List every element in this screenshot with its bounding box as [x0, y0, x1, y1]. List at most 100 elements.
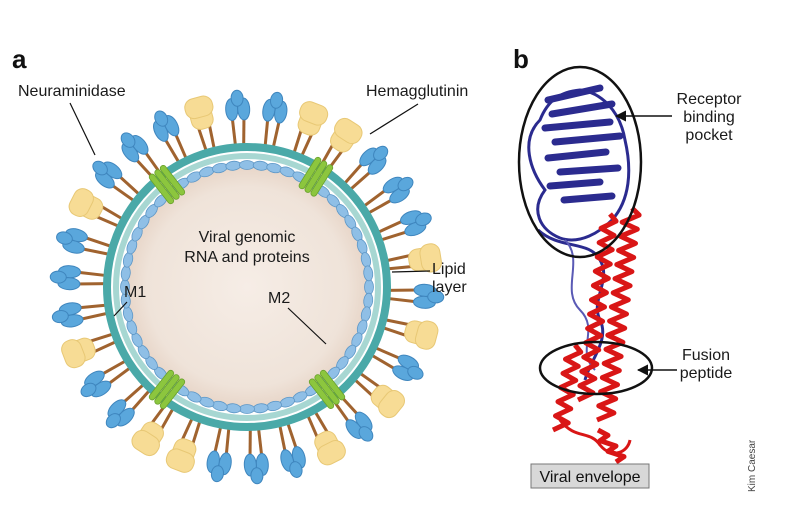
neuraminidase-head [184, 95, 214, 120]
hemagglutinin-spike [49, 265, 108, 291]
beta-strand [560, 192, 616, 204]
m2-helix [154, 374, 180, 405]
hemagglutinin-spike [243, 426, 269, 485]
viral-envelope-label: Viral envelope [539, 469, 640, 486]
hemagglutinin-head [49, 270, 67, 284]
neuraminidase-leader [69, 102, 96, 156]
alpha-helix [596, 427, 627, 465]
beta-strand [551, 132, 624, 146]
hemagglutinin-head [105, 413, 121, 429]
hemagglutinin-head [358, 426, 374, 442]
hemagglutinin-spike [361, 176, 414, 216]
m2-helix [319, 369, 346, 401]
neuraminidase-head [68, 188, 94, 217]
hemagglutinin-leader [369, 103, 419, 135]
neuraminidase-spike [318, 117, 363, 173]
hemagglutinin-spike [120, 132, 164, 182]
lipid-label-line2: layer [432, 279, 467, 296]
m1-bead [239, 404, 255, 414]
lipid-leader [391, 270, 431, 273]
neuraminidase-spike [380, 317, 439, 350]
lipid-layer-inner [113, 153, 381, 421]
m2-helix [298, 156, 322, 190]
neuraminidase-head [419, 243, 442, 273]
m2-helix [148, 369, 175, 401]
hemagglutinin-spike [262, 91, 288, 150]
hemagglutinin-head [92, 160, 108, 176]
m2-helix [304, 160, 328, 193]
lipid-label-line1: Lipid [432, 261, 466, 278]
m1-bead [239, 160, 255, 170]
hemagglutinin-head [427, 290, 445, 304]
receptor-label-line1: Receptor [677, 91, 743, 108]
neuraminidase-spike [165, 415, 202, 473]
neuraminidase-spike [352, 370, 405, 419]
hemagglutinin-head [373, 145, 389, 161]
hemagglutinin-head [407, 365, 424, 380]
hemagglutinin-spike [277, 420, 306, 478]
hemagglutinin-head [270, 91, 284, 109]
neuraminidase-head [299, 101, 329, 126]
m2-leader [287, 307, 327, 345]
hemagglutinin-head [56, 231, 73, 245]
hemagglutinin-spike [56, 228, 114, 257]
m2-helix [159, 165, 186, 196]
virion-diagram [49, 89, 445, 485]
receptor-label-line3: pocket [685, 127, 733, 144]
credit-text: Kim Caesar [747, 439, 758, 492]
hemagglutinin-head [415, 212, 432, 227]
beta-strand [556, 164, 622, 176]
core-label-line1: Viral genomic [199, 229, 296, 246]
neuraminidase-head [131, 429, 160, 457]
hemagglutinin-head [289, 461, 303, 478]
hemagglutinin-spike [80, 358, 133, 398]
m2-helix [154, 169, 180, 200]
neuraminidase-head [414, 320, 439, 350]
m2-helix [310, 164, 334, 197]
hemagglutinin-head [250, 467, 264, 485]
neuraminidase-spike [305, 409, 346, 466]
hemagglutinin-head [230, 89, 244, 107]
hemagglutinin-spike [206, 424, 232, 483]
hemagglutinin-spike [225, 89, 251, 148]
beta-strand [541, 118, 614, 132]
neuraminidase-spike [68, 188, 125, 229]
fusion-label-line2: peptide [680, 365, 733, 382]
hemagglutinin-head [80, 382, 97, 398]
m2-channel [148, 165, 186, 205]
neuraminidase-spike [292, 101, 329, 159]
m2-helix [159, 378, 186, 409]
hemagglutinin-spike [386, 283, 445, 309]
viral-envelope-box [530, 463, 650, 489]
m2-helix [148, 173, 175, 205]
red-loop [558, 419, 632, 455]
core-label-line2: RNA and proteins [184, 249, 309, 266]
alpha-helix [596, 206, 642, 423]
panel-b-letter: b [513, 44, 529, 74]
hemagglutinin-spike [375, 210, 432, 242]
beta-strand [544, 148, 610, 162]
lipid-layer [103, 143, 391, 431]
m1-leader [113, 301, 128, 317]
receptor-pocket-ellipse [517, 65, 643, 259]
hemagglutinin-spike [342, 145, 389, 192]
neuraminidase-head [61, 339, 86, 369]
hemagglutinin-head [51, 310, 69, 324]
hemagglutinin-structure [527, 84, 642, 465]
m1-bead [364, 279, 374, 295]
beta-strand [546, 178, 604, 190]
receptor-label-line2: binding [683, 109, 735, 126]
fusion-label-line1: Fusion [682, 347, 730, 364]
hemagglutinin-head [120, 132, 136, 148]
neuraminidase-spike [61, 332, 119, 369]
m1-label: M1 [124, 284, 146, 301]
neuraminidase-head [165, 448, 195, 473]
hemagglutinin-spike [369, 345, 424, 381]
surface-spikes [49, 89, 445, 485]
viral-core [122, 162, 372, 412]
linker-loop [564, 239, 596, 371]
hemagglutinin-head [210, 465, 224, 483]
neuraminidase-spike [384, 243, 442, 273]
m2-helix [314, 374, 340, 405]
hemagglutinin-spike [92, 160, 142, 204]
